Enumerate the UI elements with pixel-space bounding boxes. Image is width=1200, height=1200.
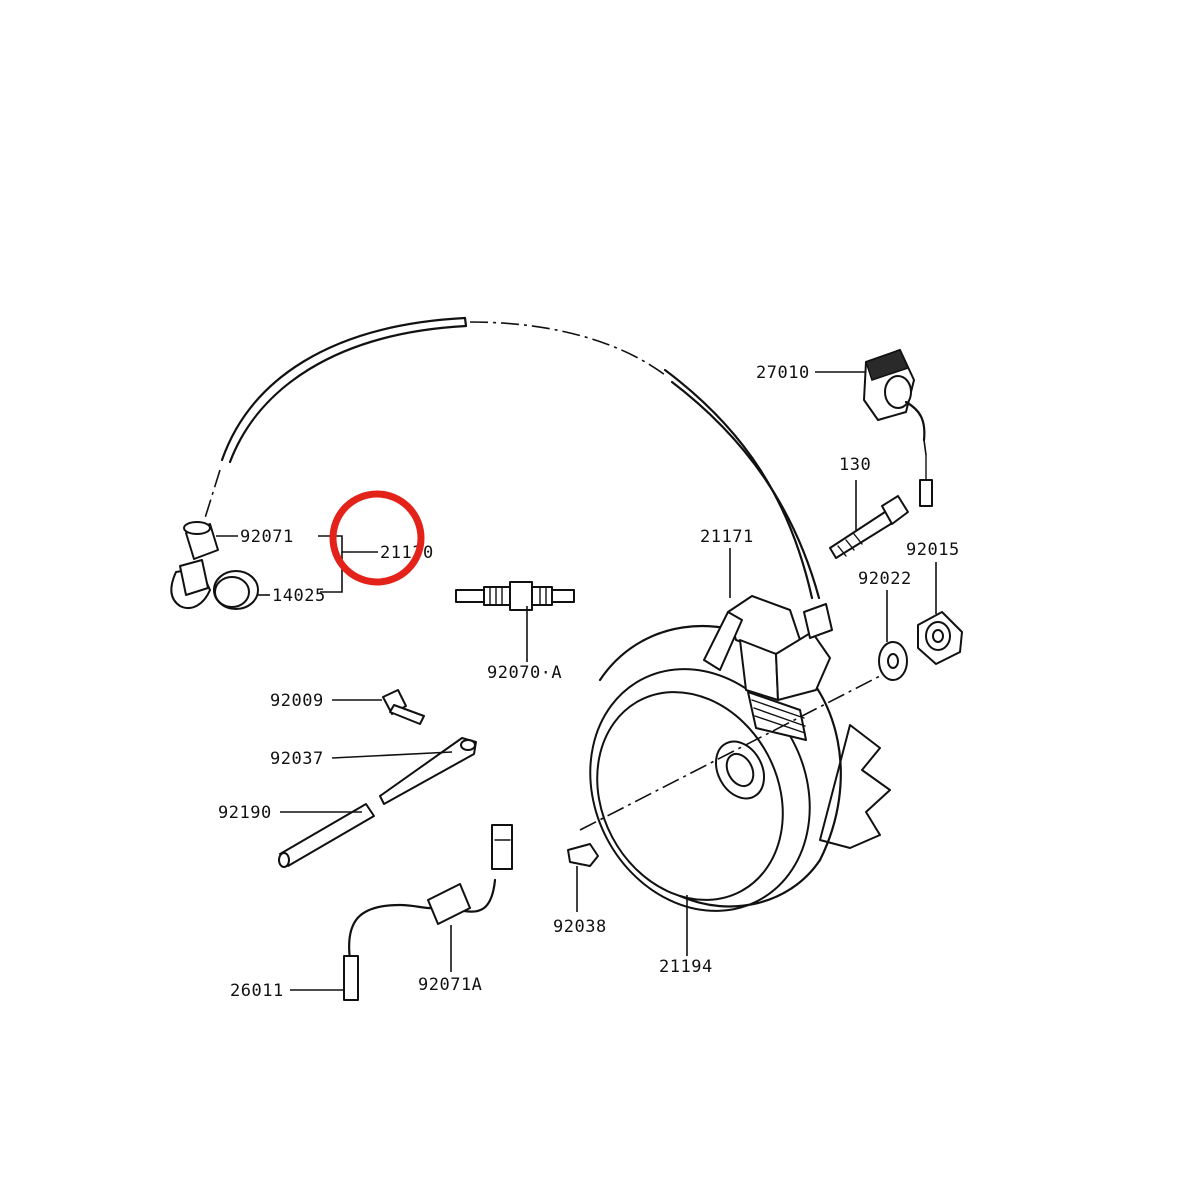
flywheel [589,624,891,912]
stop-switch-centerline [923,439,927,456]
highlight-circle [329,490,425,586]
label-92022: 92022 [858,569,912,589]
label-27010: 27010 [756,363,810,383]
label-92015: 92015 [906,540,960,560]
label-92038: 92038 [553,917,607,937]
crank-centerline [579,675,881,831]
ground-plate [379,737,477,805]
ground-bolt [382,689,425,725]
label-130: 130 [839,455,871,475]
washer [878,641,908,681]
part-labels: 92071 21130 14025 27010 130 21171 92015 … [218,363,960,1001]
label-21130: 21130 [380,543,434,563]
coil-bolt [829,495,909,559]
label-14025: 14025 [272,586,326,606]
label-21194: 21194 [659,957,713,977]
label-92071a: 92071A [418,975,482,995]
ignition-coil [703,595,833,741]
label-92009: 92009 [270,691,324,711]
label-92037: 92037 [270,749,324,769]
woodruff-key [567,843,599,867]
label-92071: 92071 [240,527,294,547]
label-26011: 26011 [230,981,284,1001]
protective-tube [278,803,375,868]
leader-lines [216,371,937,991]
flywheel-nut [917,611,963,665]
stop-wire-assembly [343,824,513,1001]
stop-switch [863,349,933,507]
label-92190: 92190 [218,803,272,823]
plug-cap-assembly [170,521,259,610]
label-21171: 21171 [700,527,754,547]
ignition-lead-wire [204,316,821,600]
spark-plug [455,581,575,611]
label-92070a: 92070·A [487,663,562,683]
